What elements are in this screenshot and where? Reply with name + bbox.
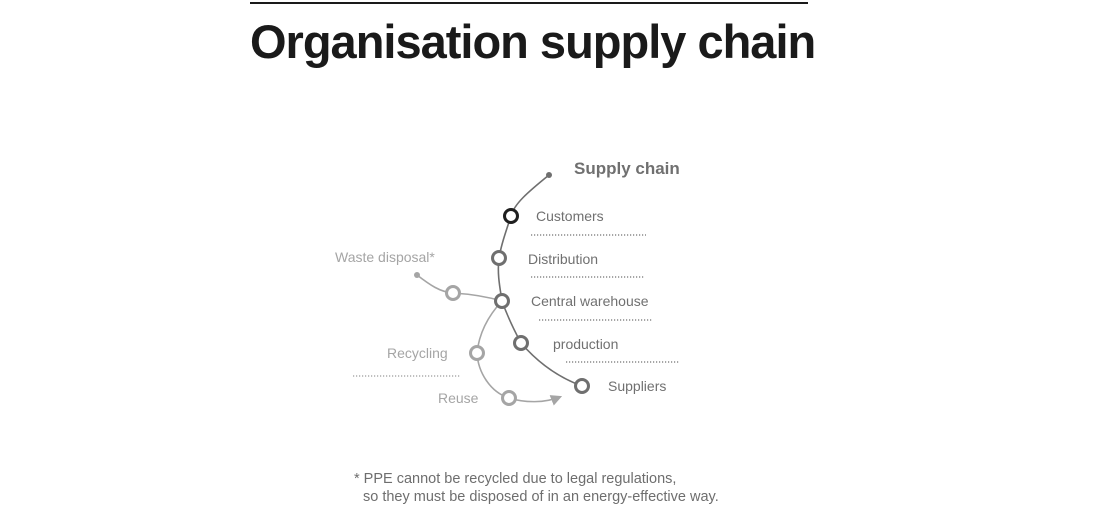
- reuse-label: Reuse: [438, 390, 479, 406]
- top-rule: [250, 2, 808, 4]
- production-label: production: [553, 336, 618, 352]
- production-node: [513, 335, 529, 351]
- central-warehouse-label: Central warehouse: [531, 293, 649, 309]
- distribution-label: Distribution: [528, 251, 598, 267]
- suppliers-label: Suppliers: [608, 378, 666, 394]
- diagram-heading: Supply chain: [574, 159, 680, 178]
- central-warehouse-node: [494, 293, 510, 309]
- footnote-line-2: so they must be disposed of in an energy…: [363, 489, 719, 505]
- customers-label: Customers: [536, 208, 604, 224]
- supply-chain-path: [497, 174, 583, 387]
- customers-node: [503, 208, 519, 224]
- reuse-node: [501, 390, 517, 406]
- suppliers-node: [574, 378, 590, 394]
- recycling-node: [469, 345, 485, 361]
- page-title: Organisation supply chain: [250, 15, 816, 68]
- waste-disposal-label: Waste disposal*: [335, 249, 435, 265]
- recycling-reuse-path: [476, 300, 563, 406]
- distribution-node: [491, 250, 507, 266]
- supply-chain-start-dot: [546, 172, 552, 178]
- recycling-label: Recycling: [387, 345, 448, 361]
- waste-disposal-node: [445, 285, 461, 301]
- footnote-line-1: * PPE cannot be recycled due to legal re…: [354, 471, 677, 487]
- footnote: * PPE cannot be recycled due to legal re…: [354, 470, 719, 506]
- waste-disposal-start-dot: [414, 272, 420, 278]
